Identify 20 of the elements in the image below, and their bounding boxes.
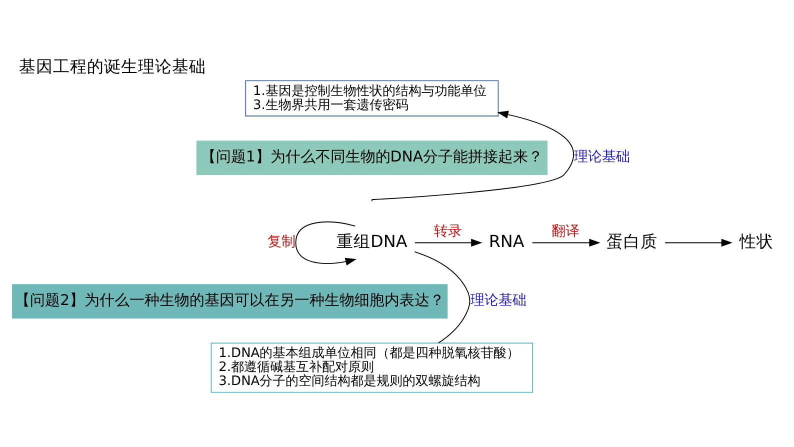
diagram-title: 基因工程的诞生理论基础 [18, 56, 206, 76]
arrow [664, 238, 733, 247]
arrow [372, 110, 574, 200]
node-text: RNA [488, 230, 524, 251]
edge-label: 翻译 [552, 223, 580, 240]
node-box: 【问题2】为什么一种生物的基因可以在另一种生物细胞内表达？ [12, 284, 448, 318]
arrow [295, 222, 357, 266]
edge-label: 转录 [434, 223, 462, 240]
edge-label: 理论基础 [574, 149, 630, 166]
node-text: 性状 [739, 230, 774, 251]
node-text: 重组DNA [336, 230, 408, 251]
node-box: 1.基因是控制生物性状的结构与功能单位 3.生物界共用一套遗传密码 [245, 80, 499, 116]
node-text: 蛋白质 [606, 230, 658, 251]
node-box: 1.DNA的基本组成单位相同（都是四种脱氧核苷酸） 2.都遵循碱基互补配对原则 3.DNA分子的空间结构都是规则的双螺旋结构 [210, 342, 534, 393]
node-box: 【问题1】为什么不同生物的DNA分子能拼接起来？ [196, 140, 548, 175]
edge-label: 理论基础 [470, 292, 527, 309]
connector [414, 251, 470, 344]
edge-label: 复制 [267, 234, 296, 250]
arrow [414, 238, 482, 247]
arrow [532, 238, 600, 247]
